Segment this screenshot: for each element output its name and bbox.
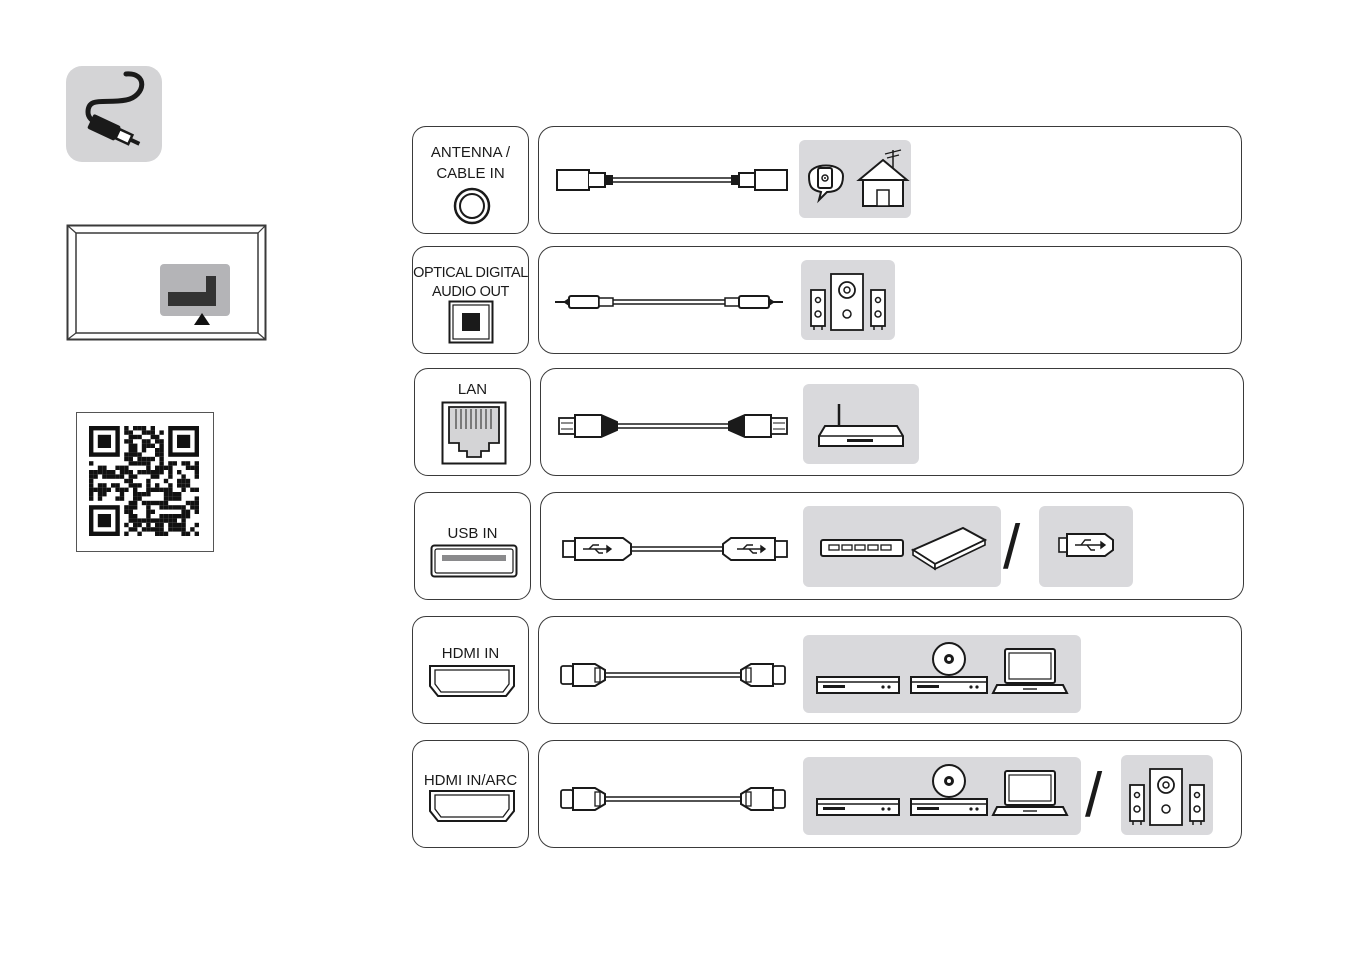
wall-antenna-house-icon <box>799 140 911 218</box>
connection-row-hdmi-arc: / <box>538 740 1242 848</box>
dvd-player-icon <box>911 765 987 815</box>
port-lan: LAN <box>414 368 531 476</box>
hdmi-arc-port-icon <box>428 789 516 823</box>
coax-cable-icon <box>555 165 789 195</box>
separator-slash: / <box>1085 765 1102 827</box>
device-panel-hdmi-arc-speaker <box>1121 755 1213 835</box>
connection-row-optical <box>538 246 1242 354</box>
qr-code <box>76 412 214 552</box>
connection-row-antenna <box>538 126 1242 234</box>
laptop-icon <box>993 649 1067 693</box>
usb-flash-drive-icon <box>1039 506 1133 587</box>
device-panel-antenna <box>799 140 911 218</box>
port-label: LAN <box>415 380 530 399</box>
connection-row-hdmi <box>538 616 1242 724</box>
port-label: HDMI IN <box>413 644 528 663</box>
port-label-line: HDMI IN <box>413 644 528 663</box>
port-label-line: LAN <box>415 380 530 399</box>
dvd-player-icon <box>911 643 987 693</box>
hdmi-cable-icon <box>559 661 787 689</box>
port-usb-in: USB IN <box>414 492 531 600</box>
device-panel-usb-stick <box>1039 506 1133 587</box>
port-label: OPTICAL DIGITAL AUDIO OUT <box>413 264 528 302</box>
usb-port-icon <box>430 544 518 578</box>
port-label-line: USB IN <box>415 524 530 543</box>
set-top-box-icon <box>817 677 899 693</box>
optical-cable-icon <box>553 289 785 315</box>
av-devices-icon <box>803 757 1081 835</box>
port-antenna-cable-in: ANTENNA / CABLE IN <box>412 126 529 234</box>
port-label-line: CABLE IN <box>413 164 528 183</box>
ethernet-cable-icon <box>557 411 789 441</box>
set-top-box-icon <box>817 799 899 815</box>
port-label-line: HDMI IN/ARC <box>413 771 528 790</box>
device-panel-hdmi <box>803 635 1081 713</box>
optical-port-icon <box>448 300 494 344</box>
cable-plug-icon <box>66 66 162 162</box>
device-panel-usb-storage <box>803 506 1001 587</box>
device-panel-hdmi-arc <box>803 757 1081 835</box>
port-hdmi-in-arc: HDMI IN/ARC <box>412 740 529 848</box>
port-label-line: ANTENNA / <box>413 143 528 162</box>
speaker-system-icon <box>1121 755 1213 835</box>
coax-port-icon <box>453 187 491 225</box>
port-label: USB IN <box>415 524 530 543</box>
port-label: ANTENNA / CABLE IN <box>413 143 528 183</box>
separator-slash: / <box>1003 517 1020 579</box>
port-optical-digital-audio-out: OPTICAL DIGITAL AUDIO OUT <box>412 246 529 354</box>
ethernet-port-icon <box>441 401 507 465</box>
port-label-line: OPTICAL DIGITAL <box>413 264 528 283</box>
av-devices-icon <box>803 635 1081 713</box>
device-panel-lan <box>803 384 919 464</box>
speaker-system-icon <box>801 260 895 340</box>
connection-row-usb: / <box>540 492 1244 600</box>
tv-rear-panel-icon <box>66 224 268 342</box>
connection-row-lan <box>540 368 1244 476</box>
router-icon <box>803 384 919 464</box>
port-hdmi-in: HDMI IN <box>412 616 529 724</box>
device-panel-optical <box>801 260 895 340</box>
usb-hdd-hub-icon <box>803 506 1001 587</box>
hdmi-port-icon <box>428 664 516 698</box>
port-label: HDMI IN/ARC <box>413 771 528 790</box>
laptop-icon <box>993 771 1067 815</box>
hdmi-cable-icon <box>559 785 787 813</box>
usb-cable-icon <box>561 535 789 563</box>
